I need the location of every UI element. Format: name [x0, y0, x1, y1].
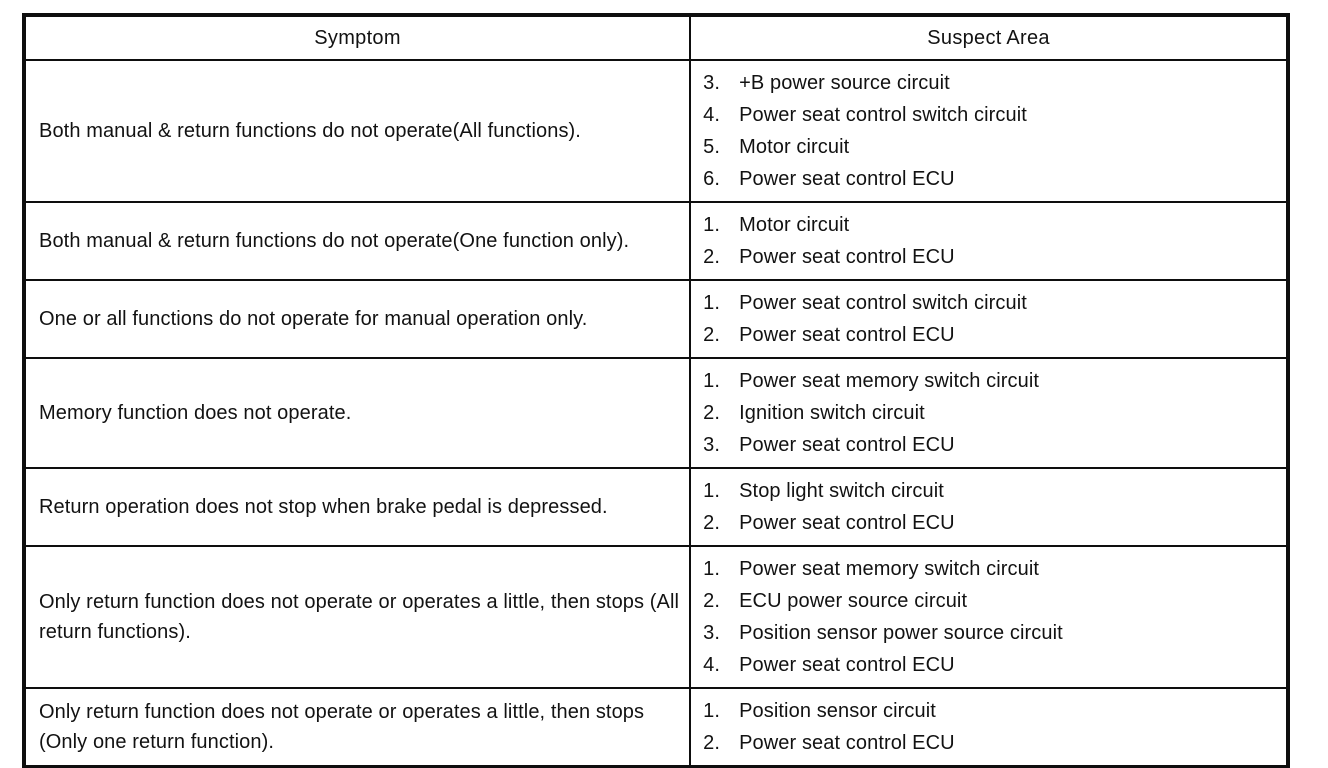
symptom-cell: Only return function does not operate or… [22, 545, 692, 689]
suspect-item-number: 3. [703, 72, 720, 94]
suspect-item-text: Position sensor circuit [739, 700, 936, 722]
suspect-list: 1. Stop light switch circuit 2. Power seat … [703, 475, 1282, 539]
suspect-item: 4. Power seat control switch circuit [703, 99, 1282, 131]
suspect-list: 3. +B power source circuit 4. Power seat co… [703, 67, 1282, 195]
suspect-area-cell: 1. Power seat memory switch circuit 2. ECU … [689, 545, 1289, 689]
suspect-area-cell: 1. Position sensor circuit 2. Power seat co… [689, 687, 1289, 768]
table-row: Only return function does not operate or… [22, 687, 1289, 768]
suspect-item-text: Power seat control ECU [739, 246, 955, 268]
table-row: Only return function does not operate or… [22, 545, 1289, 689]
suspect-item: 1. Power seat memory switch circuit [703, 553, 1282, 585]
suspect-item: 3. Power seat control ECU [703, 429, 1282, 461]
table-row: Both manual & return functions do not op… [22, 59, 1289, 203]
suspect-area-cell: 1. Power seat control switch circuit 2. Pow… [689, 279, 1289, 359]
table-row: One or all functions do not operate for … [22, 279, 1289, 359]
suspect-item: 1. Power seat memory switch circuit [703, 365, 1282, 397]
suspect-item: 2. ECU power source circuit [703, 585, 1282, 617]
suspect-item: 1. Stop light switch circuit [703, 475, 1282, 507]
suspect-area-header-cell: Suspect Area [689, 14, 1289, 61]
suspect-item-text: ECU power source circuit [739, 590, 968, 612]
suspect-item-number: 2. [703, 246, 720, 268]
suspect-item-number: 6. [703, 168, 720, 190]
suspect-item-text: Position sensor power source circuit [739, 622, 1063, 644]
suspect-item-text: Motor circuit [739, 214, 850, 236]
suspect-list: 1. Position sensor circuit 2. Power seat co… [703, 695, 1282, 759]
suspect-list: 1. Motor circuit 2. Power seat control ECU [703, 209, 1282, 273]
suspect-item: 3. +B power source circuit [703, 67, 1282, 99]
suspect-item-text: Power seat control ECU [739, 732, 955, 754]
suspect-item-number: 1. [703, 292, 720, 314]
suspect-item-text: Power seat control switch circuit [739, 104, 1027, 126]
suspect-item-text: Stop light switch circuit [739, 480, 944, 502]
suspect-item-text: Ignition switch circuit [739, 402, 925, 424]
symptom-header-cell: Symptom [22, 14, 692, 61]
suspect-area-cell: 1. Motor circuit 2. Power seat control ECU [689, 201, 1289, 281]
suspect-item: 5. Motor circuit [703, 131, 1282, 163]
suspect-item-number: 4. [703, 104, 720, 126]
suspect-item: 2. Power seat control ECU [703, 507, 1282, 539]
suspect-item-text: Power seat control ECU [739, 654, 955, 676]
suspect-item-text: +B power source circuit [739, 72, 950, 94]
suspect-item-number: 3. [703, 434, 720, 456]
suspect-item: 1. Position sensor circuit [703, 695, 1282, 727]
symptom-cell: Return operation does not stop when brak… [22, 467, 692, 547]
suspect-item-number: 1. [703, 480, 720, 502]
suspect-item-number: 4. [703, 654, 720, 676]
suspect-item: 3. Position sensor power source circuit [703, 617, 1282, 649]
table-body: Both manual & return functions do not op… [22, 59, 1289, 768]
suspect-item-number: 1. [703, 558, 720, 580]
suspect-area-cell: 1. Power seat memory switch circuit 2. Igni… [689, 357, 1289, 469]
suspect-list: 1. Power seat memory switch circuit 2. ECU … [703, 553, 1282, 681]
suspect-item: 1. Motor circuit [703, 209, 1282, 241]
suspect-item: 1. Power seat control switch circuit [703, 287, 1282, 319]
suspect-item-text: Power seat control switch circuit [739, 292, 1027, 314]
suspect-item-text: Motor circuit [739, 136, 850, 158]
symptom-cell: One or all functions do not operate for … [22, 279, 692, 359]
symptom-cell: Both manual & return functions do not op… [22, 59, 692, 203]
suspect-area-cell: 1. Stop light switch circuit 2. Power seat … [689, 467, 1289, 547]
symptom-cell: Only return function does not operate or… [22, 687, 692, 768]
symptom-cell: Memory function does not operate. [22, 357, 692, 469]
suspect-item-number: 2. [703, 512, 720, 534]
suspect-item: 2. Power seat control ECU [703, 727, 1282, 759]
suspect-item-text: Power seat control ECU [739, 324, 955, 346]
suspect-item-text: Power seat memory switch circuit [739, 558, 1040, 580]
suspect-item-number: 5. [703, 136, 720, 158]
suspect-area-cell: 3. +B power source circuit 4. Power seat co… [689, 59, 1289, 203]
suspect-item-number: 1. [703, 700, 720, 722]
suspect-item: 2. Ignition switch circuit [703, 397, 1282, 429]
suspect-item: 2. Power seat control ECU [703, 319, 1282, 351]
suspect-item-number: 2. [703, 402, 720, 424]
suspect-item-text: Power seat memory switch circuit [739, 370, 1040, 392]
suspect-item-text: Power seat control ECU [739, 434, 955, 456]
suspect-item: 6. Power seat control ECU [703, 163, 1282, 195]
table-row: Memory function does not operate. 1. Power… [22, 357, 1289, 469]
table-row: Both manual & return functions do not op… [22, 201, 1289, 281]
suspect-item-number: 2. [703, 732, 720, 754]
table-row: Return operation does not stop when brak… [22, 467, 1289, 547]
suspect-item-text: Power seat control ECU [739, 168, 955, 190]
suspect-item-number: 2. [703, 590, 720, 612]
symptom-cell: Both manual & return functions do not op… [22, 201, 692, 281]
header-row: Symptom Suspect Area [22, 14, 1289, 61]
suspect-item-number: 1. [703, 370, 720, 392]
suspect-item: 4. Power seat control ECU [703, 649, 1282, 681]
suspect-item: 2. Power seat control ECU [703, 241, 1282, 273]
suspect-item-text: Power seat control ECU [739, 512, 955, 534]
suspect-list: 1. Power seat memory switch circuit 2. Igni… [703, 365, 1282, 461]
suspect-item-number: 3. [703, 622, 720, 644]
troubleshooting-table: Symptom Suspect Area Both manual & retur… [22, 13, 1290, 768]
suspect-item-number: 1. [703, 214, 720, 236]
suspect-list: 1. Power seat control switch circuit 2. Pow… [703, 287, 1282, 351]
suspect-item-number: 2. [703, 324, 720, 346]
